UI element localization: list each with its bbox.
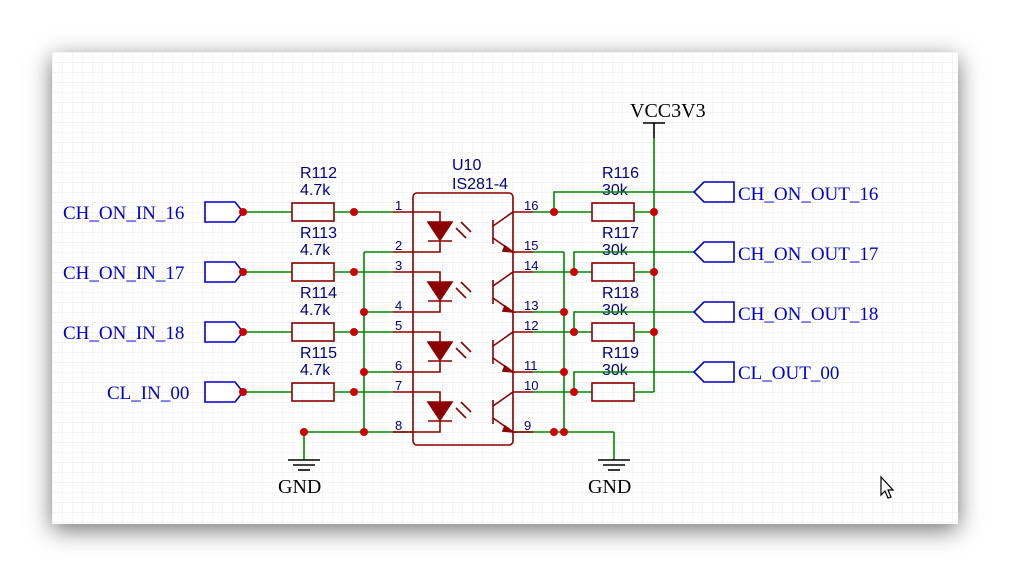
junction — [300, 428, 308, 436]
pin-cathode: 8 — [395, 418, 402, 433]
resistor-ref: R116 — [602, 165, 639, 182]
resistor-ref: R119 — [602, 345, 639, 362]
ic-part: IS281-4 — [452, 176, 508, 193]
net-label-output: CH_ON_OUT_16 — [738, 184, 878, 205]
mouse-pointer-icon — [880, 475, 895, 499]
net-port-input[interactable] — [204, 321, 245, 343]
gnd-symbol-left — [288, 459, 320, 471]
junction — [350, 328, 358, 336]
ic-ref: U10 — [452, 157, 481, 174]
pin-emitter: 15 — [524, 238, 538, 253]
pin-anode: 3 — [395, 258, 402, 273]
pin-emitter: 9 — [524, 418, 531, 433]
resistor-value: 4.7k — [300, 302, 331, 319]
net-label-output: CL_OUT_00 — [738, 363, 839, 384]
input-channel-16: CH_ON_IN_16 R112 4.7k 1 2 — [63, 165, 413, 253]
pin-emitter: 11 — [524, 358, 538, 373]
junction — [560, 368, 568, 376]
junction — [570, 328, 578, 336]
resistor-ref: R115 — [300, 345, 337, 362]
resistor-ref: R118 — [602, 285, 639, 302]
junction — [570, 268, 578, 276]
junction — [570, 388, 578, 396]
phototransistor — [492, 331, 516, 374]
grid-background — [52, 52, 958, 524]
net-port-output[interactable] — [692, 301, 735, 323]
resistor-value: 30k — [602, 302, 629, 319]
junction — [550, 208, 558, 216]
junction — [239, 328, 247, 336]
resistor-value: 30k — [602, 362, 629, 379]
pin-anode: 1 — [395, 198, 402, 213]
junction — [650, 268, 658, 276]
junction — [650, 208, 658, 216]
pin-collector: 10 — [524, 378, 538, 393]
ic-body[interactable] — [412, 192, 514, 446]
pin-collector: 14 — [524, 258, 538, 273]
pin-emitter: 13 — [524, 298, 538, 313]
junction — [239, 388, 247, 396]
resistor-value: 30k — [602, 182, 629, 199]
net-port-output[interactable] — [692, 361, 735, 383]
net-port-input[interactable] — [204, 381, 245, 403]
pin-cathode: 6 — [395, 358, 402, 373]
resistor-ref: R114 — [300, 285, 337, 302]
pin-anode: 5 — [395, 318, 402, 333]
net-label-output: CH_ON_OUT_17 — [738, 244, 878, 265]
gnd-symbol-right — [598, 459, 630, 471]
input-channel-18: CH_ON_IN_18 R114 4.7k 5 6 — [63, 285, 413, 376]
junction — [360, 368, 368, 376]
phototransistor — [492, 391, 516, 434]
output-channel-17: 14 13 R117 30k CH_ON_OUT_17 — [513, 225, 878, 316]
resistor-ref: R113 — [300, 225, 337, 242]
net-port-input[interactable] — [204, 261, 245, 283]
input-channel-17: CH_ON_IN_17 R113 4.7k 3 4 — [63, 225, 413, 316]
led-emitter — [413, 331, 472, 373]
led-emitter — [413, 271, 472, 313]
gnd-label-left: GND — [278, 476, 321, 498]
resistor-value: 30k — [602, 242, 629, 259]
net-port-output[interactable] — [692, 181, 735, 203]
junction — [560, 428, 568, 436]
resistor-ref: R112 — [300, 165, 337, 182]
phototransistor — [492, 271, 516, 314]
input-channel-cl: CL_IN_00 R115 4.7k 7 8 — [107, 345, 413, 436]
pin-collector: 16 — [524, 198, 538, 213]
resistor-value: 4.7k — [300, 362, 331, 379]
net-label-output: CH_ON_OUT_18 — [738, 304, 878, 325]
resistor-value: 4.7k — [300, 182, 331, 199]
pin-collector: 12 — [524, 318, 538, 333]
output-channel-18: 12 11 R118 30k CH_ON_OUT_18 — [513, 285, 878, 376]
junction — [560, 308, 568, 316]
net-label-input: CH_ON_IN_16 — [63, 203, 184, 224]
led-emitter — [413, 391, 472, 433]
junction — [550, 428, 558, 436]
net-port-output[interactable] — [692, 241, 735, 263]
led-emitter — [413, 211, 472, 253]
junction — [350, 268, 358, 276]
junction — [239, 208, 247, 216]
pin-cathode: 2 — [395, 238, 402, 253]
resistor-ref: R117 — [602, 225, 639, 242]
junction — [350, 388, 358, 396]
vcc-label: VCC3V3 — [630, 100, 706, 122]
junction — [360, 308, 368, 316]
pin-anode: 7 — [395, 378, 402, 393]
net-label-input: CL_IN_00 — [107, 383, 189, 404]
net-label-input: CH_ON_IN_18 — [63, 323, 184, 344]
schematic-sheet: U10 IS281-4 VCC3V3 GND GND CH_ON_IN_16 R… — [52, 52, 958, 524]
vcc-symbol — [643, 122, 665, 138]
pin-cathode: 4 — [395, 298, 402, 313]
junction — [239, 268, 247, 276]
output-channel-cl: 10 9 R119 30k CL_OUT_00 — [513, 345, 839, 436]
phototransistor — [492, 211, 516, 254]
resistor-value: 4.7k — [300, 242, 331, 259]
junction — [360, 428, 368, 436]
net-label-input: CH_ON_IN_17 — [63, 263, 184, 284]
junction — [650, 328, 658, 336]
gnd-label-right: GND — [588, 476, 631, 498]
junction — [350, 208, 358, 216]
net-port-input[interactable] — [204, 201, 245, 223]
output-channel-16: 16 15 R116 30k CH_ON_OUT_16 — [513, 165, 878, 253]
